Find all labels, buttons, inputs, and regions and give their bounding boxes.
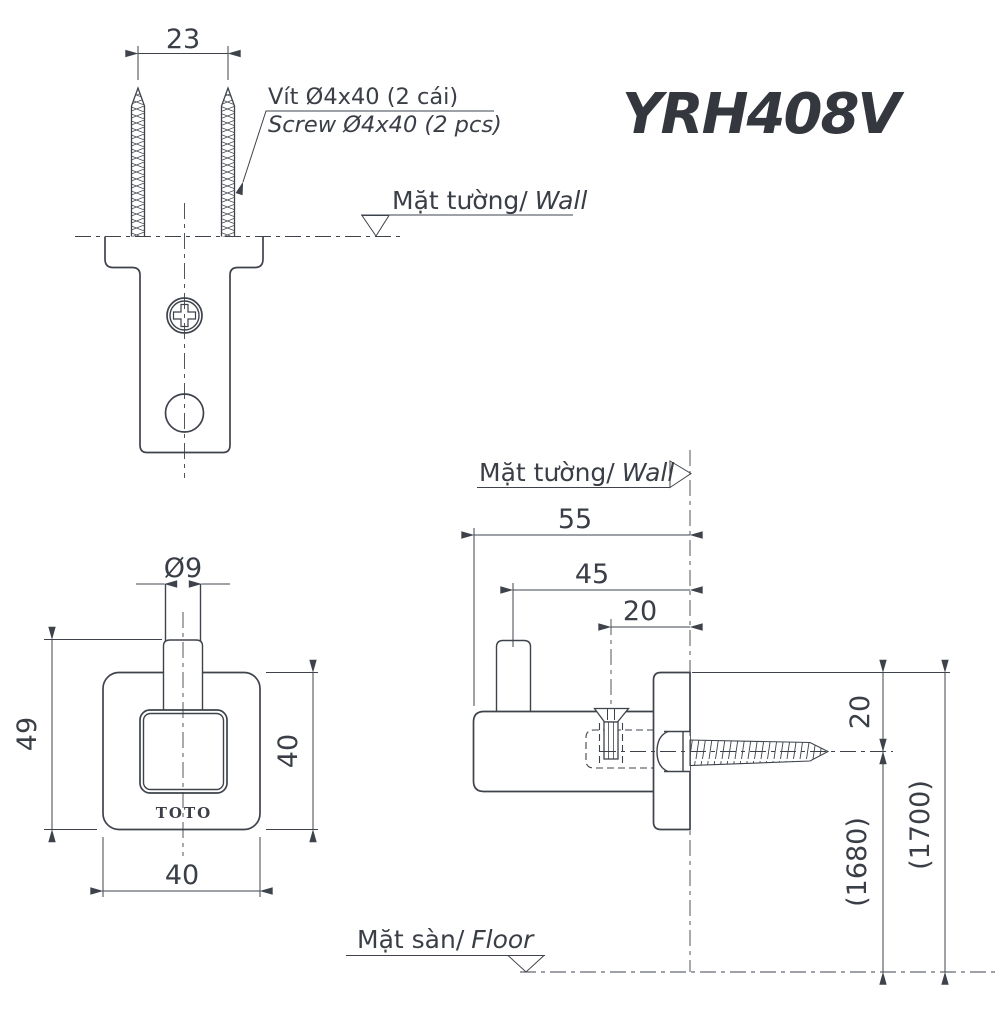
set-screw (593, 707, 630, 765)
mounting-screw-left (130, 86, 146, 238)
dim-overall-height: 49 (12, 626, 162, 843)
svg-text:20: 20 (845, 695, 876, 729)
front-view-mounted: 23 Vít Ø4x40 (2 cái) Screw Ø4x40 (2 pcs)… (75, 24, 587, 478)
svg-text:23: 23 (166, 24, 200, 55)
dim-pin-depth: 45 (500, 559, 703, 647)
dim-screw-spacing: 23 (125, 24, 241, 80)
dim-setscrew-depth: 20 (598, 596, 703, 707)
dim-overall-depth: 55 (461, 504, 703, 706)
dim-axis-offset: 20 (692, 659, 950, 765)
screw-callout-en: Screw Ø4x40 (2 pcs) (268, 112, 502, 138)
wall-label-front: Mặt tường/Wall (361, 186, 587, 237)
wall-label-side: Mặt tường/Wall (477, 458, 692, 489)
svg-text:45: 45 (575, 559, 609, 590)
dim-axis-height: (1680) (842, 738, 887, 985)
brand-logo: TOTO (156, 804, 212, 822)
dim-pin-diameter: Ø9 (136, 553, 230, 588)
screw-callout: Vít Ø4x40 (2 cái) Screw Ø4x40 (2 pcs) (235, 84, 502, 196)
hook-pin-front (162, 639, 204, 714)
dim-mount-height: (1700) (905, 659, 949, 985)
side-view: Mặt tường/Wall 55 45 20 20 (1680) (346, 450, 998, 985)
svg-text:Ø9: Ø9 (164, 553, 202, 584)
floor-label: Mặt sàn/Floor (346, 925, 546, 973)
mounting-screw-right (220, 86, 236, 238)
dim-plate-height: 40 (266, 659, 318, 843)
front-view-hook: TOTO Ø9 49 40 40 (12, 553, 318, 897)
wall-screw-side (600, 730, 893, 773)
svg-text:Mặt sàn/Floor: Mặt sàn/Floor (357, 925, 535, 954)
svg-text:40: 40 (165, 860, 199, 891)
hidden-bracket (585, 729, 654, 769)
svg-text:49: 49 (12, 717, 43, 751)
hook-body-front (104, 236, 264, 454)
hook-base-square (139, 709, 228, 794)
dim-plate-width: 40 (90, 837, 273, 897)
svg-text:Mặt tường/Wall: Mặt tường/Wall (479, 458, 674, 487)
svg-text:Mặt tường/Wall: Mặt tường/Wall (392, 186, 587, 215)
svg-text:(1680): (1680) (842, 817, 873, 907)
hook-body-side (472, 710, 654, 793)
svg-text:(1700): (1700) (905, 780, 936, 870)
screw-callout-vi: Vít Ø4x40 (2 cái) (268, 84, 458, 110)
svg-text:40: 40 (273, 734, 304, 768)
svg-text:55: 55 (558, 504, 592, 535)
product-code: YRH408V (622, 82, 905, 147)
svg-text:20: 20 (623, 596, 657, 627)
